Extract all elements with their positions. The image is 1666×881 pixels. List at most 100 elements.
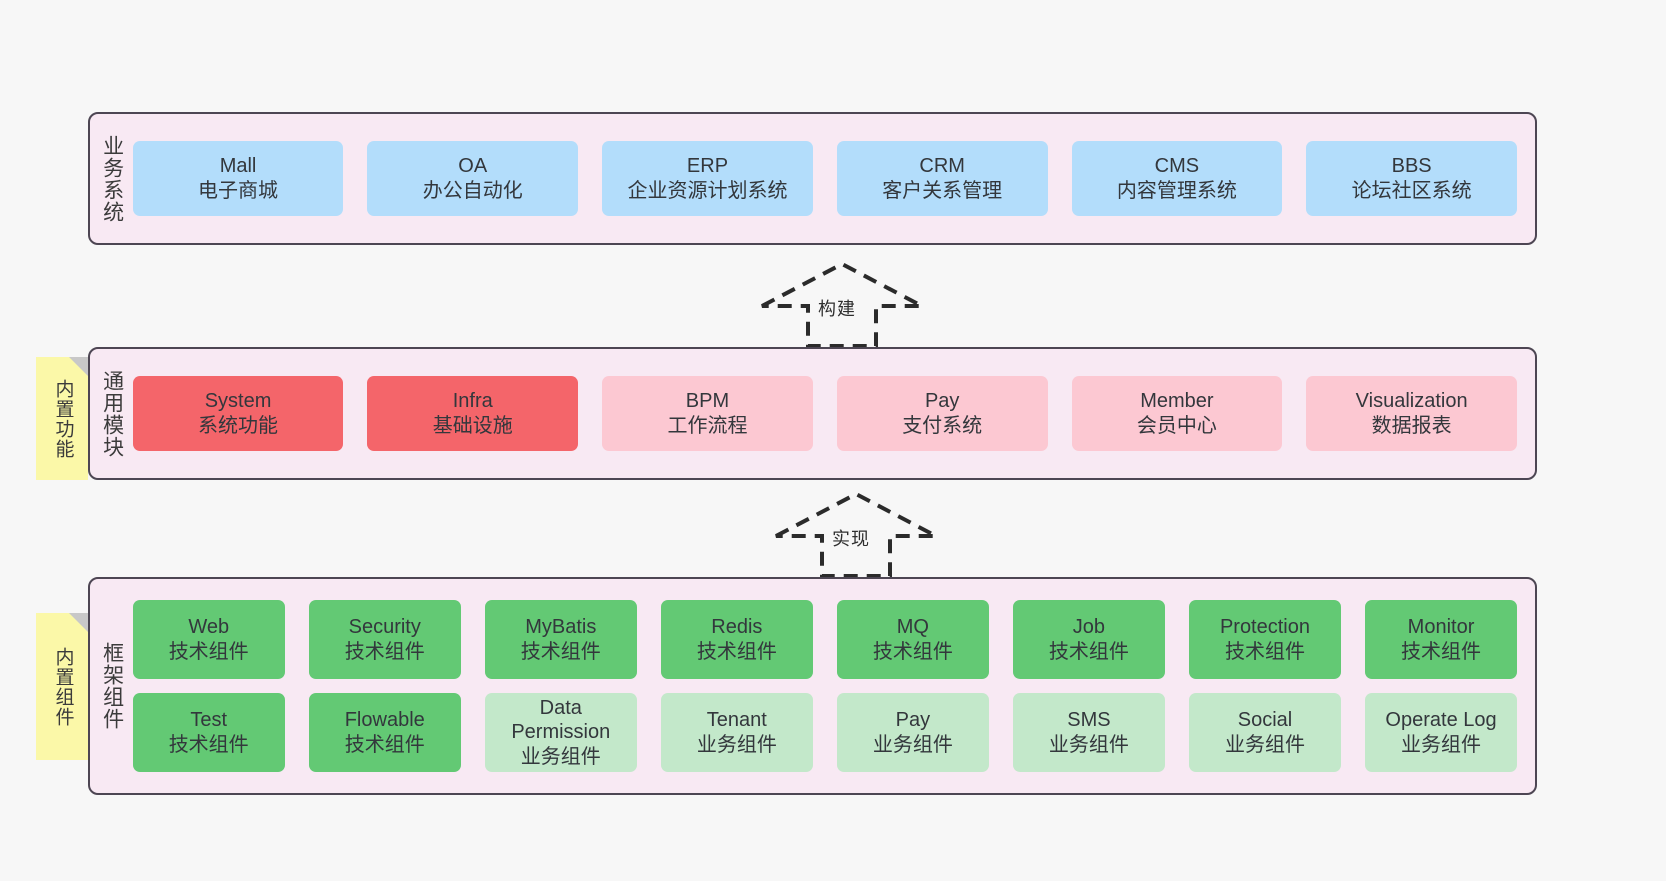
framework-card-monitor[interactable]: Monitor 技术组件: [1365, 600, 1518, 679]
framework-card-monitor-name: Monitor: [1407, 616, 1475, 639]
framework-card-mq[interactable]: MQ 技术组件: [836, 600, 989, 679]
framework-card-pay[interactable]: Pay 业务组件: [836, 693, 989, 772]
business-card-mall[interactable]: Mall 电子商城: [132, 141, 344, 216]
layer-business-system: 业务系统 Mall 电子商城 OA 办公自动化 ERP 企业资源计划系统 CRM…: [88, 112, 1537, 245]
framework-card-web-name: Web: [188, 616, 230, 639]
business-card-cms-name: CMS: [1154, 155, 1200, 178]
module-card-member[interactable]: Member 会员中心: [1071, 376, 1283, 451]
business-card-oa-name: OA: [458, 155, 488, 178]
module-card-system-name: System: [204, 390, 272, 413]
framework-card-data-permission-desc: 业务组件: [520, 745, 601, 768]
framework-card-mq-desc: 技术组件: [872, 640, 953, 663]
business-system-row: Mall 电子商城 OA 办公自动化 ERP 企业资源计划系统 CRM 客户关系…: [132, 141, 1517, 216]
business-card-crm-name: CRM: [919, 155, 965, 178]
framework-card-tenant-desc: 业务组件: [696, 733, 777, 756]
business-card-cms-desc: 内容管理系统: [1116, 179, 1237, 202]
framework-card-job[interactable]: Job 技术组件: [1012, 600, 1165, 679]
module-card-visualization-desc: 数据报表: [1371, 414, 1452, 437]
framework-card-web[interactable]: Web 技术组件: [132, 600, 285, 679]
framework-card-sms-name: SMS: [1067, 709, 1111, 732]
framework-card-social-name: Social: [1237, 709, 1293, 732]
business-card-mall-name: Mall: [219, 155, 257, 178]
business-card-erp-name: ERP: [686, 155, 729, 178]
business-card-oa[interactable]: OA 办公自动化: [367, 141, 579, 216]
framework-card-data-permission-name: Data Permission: [511, 696, 611, 744]
framework-card-mq-name: MQ: [896, 616, 929, 639]
framework-card-mybatis[interactable]: MyBatis 技术组件: [484, 600, 637, 679]
module-card-bpm[interactable]: BPM 工作流程: [602, 376, 813, 451]
note-fold-corner-icon: [69, 357, 88, 376]
framework-card-security-name: Security: [348, 616, 421, 639]
implement-arrow-shape: [775, 491, 937, 578]
note-builtin-functions: 内置功能: [36, 357, 88, 480]
build-arrow-shape: [761, 261, 923, 348]
framework-card-operate-log-name: Operate Log: [1385, 709, 1497, 732]
layer-common-modules-label: 通用模块: [100, 369, 124, 458]
common-modules-row: System 系统功能 Infra 基础设施 BPM 工作流程 Pay 支付系统…: [132, 376, 1517, 451]
framework-card-protection-name: Protection: [1219, 616, 1310, 639]
framework-business-row: Test 技术组件 Flowable 技术组件 Data Permission …: [132, 693, 1518, 772]
framework-card-test[interactable]: Test 技术组件: [132, 693, 285, 772]
framework-card-sms-desc: 业务组件: [1048, 733, 1129, 756]
framework-card-security-desc: 技术组件: [344, 640, 425, 663]
layer-business-system-body: Mall 电子商城 OA 办公自动化 ERP 企业资源计划系统 CRM 客户关系…: [129, 114, 1535, 243]
framework-card-monitor-desc: 技术组件: [1401, 640, 1482, 663]
business-card-cms[interactable]: CMS 内容管理系统: [1071, 141, 1283, 216]
business-card-oa-desc: 办公自动化: [422, 179, 523, 202]
framework-card-redis-name: Redis: [711, 616, 763, 639]
framework-card-pay-name: Pay: [895, 709, 931, 732]
framework-card-flowable[interactable]: Flowable 技术组件: [308, 693, 461, 772]
layer-framework-components: 框架组件 Web 技术组件 Security 技术组件 MyBatis 技术组件…: [88, 577, 1537, 795]
framework-card-tenant-name: Tenant: [706, 709, 767, 732]
framework-card-mybatis-desc: 技术组件: [520, 640, 601, 663]
module-card-pay[interactable]: Pay 支付系统: [836, 376, 1048, 451]
layer-common-modules: 通用模块 System 系统功能 Infra 基础设施 BPM 工作流程 Pay…: [88, 347, 1537, 480]
business-card-bbs[interactable]: BBS 论坛社区系统: [1306, 141, 1517, 216]
framework-card-sms[interactable]: SMS 业务组件: [1012, 693, 1165, 772]
module-card-member-desc: 会员中心: [1136, 414, 1217, 437]
framework-card-social-desc: 业务组件: [1224, 733, 1305, 756]
framework-card-test-desc: 技术组件: [168, 733, 249, 756]
module-card-system-desc: 系统功能: [198, 414, 279, 437]
module-card-visualization-name: Visualization: [1355, 390, 1468, 413]
business-card-bbs-desc: 论坛社区系统: [1351, 179, 1472, 202]
implement-arrow-label: 实现: [832, 529, 870, 549]
module-card-visualization[interactable]: Visualization 数据报表: [1306, 376, 1517, 451]
module-card-system[interactable]: System 系统功能: [132, 376, 344, 451]
framework-card-mybatis-name: MyBatis: [525, 616, 597, 639]
layer-framework-components-label: 框架组件: [100, 642, 124, 730]
module-card-member-name: Member: [1140, 390, 1214, 413]
note-builtin-components-text: 内置组件: [52, 646, 74, 727]
framework-card-security[interactable]: Security 技术组件: [308, 600, 461, 679]
business-card-crm[interactable]: CRM 客户关系管理: [836, 141, 1048, 216]
framework-card-flowable-name: Flowable: [344, 709, 425, 732]
generalization-arrow-implement: 实现: [766, 488, 946, 580]
framework-card-operate-log[interactable]: Operate Log 业务组件: [1365, 693, 1518, 772]
layer-framework-components-body: Web 技术组件 Security 技术组件 MyBatis 技术组件 Redi…: [129, 579, 1535, 793]
module-card-infra-desc: 基础设施: [432, 414, 513, 437]
business-card-mall-desc: 电子商城: [198, 179, 279, 202]
build-arrow-label: 构建: [818, 299, 856, 319]
business-card-bbs-name: BBS: [1391, 155, 1432, 178]
framework-card-data-permission[interactable]: Data Permission 业务组件: [484, 693, 637, 772]
framework-card-web-desc: 技术组件: [168, 640, 249, 663]
framework-card-job-desc: 技术组件: [1048, 640, 1129, 663]
framework-card-redis[interactable]: Redis 技术组件: [660, 600, 813, 679]
framework-card-redis-desc: 技术组件: [696, 640, 777, 663]
module-card-bpm-name: BPM: [685, 390, 730, 413]
business-card-erp[interactable]: ERP 企业资源计划系统: [602, 141, 813, 216]
framework-card-job-name: Job: [1072, 616, 1106, 639]
note-builtin-functions-text: 内置功能: [52, 378, 74, 459]
module-card-infra-name: Infra: [452, 390, 493, 413]
business-card-crm-desc: 客户关系管理: [882, 179, 1003, 202]
framework-card-pay-desc: 业务组件: [872, 733, 953, 756]
framework-card-tenant[interactable]: Tenant 业务组件: [660, 693, 813, 772]
framework-card-test-name: Test: [190, 709, 228, 732]
module-card-infra[interactable]: Infra 基础设施: [367, 376, 579, 451]
framework-card-social[interactable]: Social 业务组件: [1188, 693, 1341, 772]
framework-card-protection-desc: 技术组件: [1224, 640, 1305, 663]
framework-card-protection[interactable]: Protection 技术组件: [1188, 600, 1341, 679]
layer-common-modules-body: System 系统功能 Infra 基础设施 BPM 工作流程 Pay 支付系统…: [129, 349, 1535, 478]
note-builtin-components: 内置组件: [36, 613, 88, 760]
